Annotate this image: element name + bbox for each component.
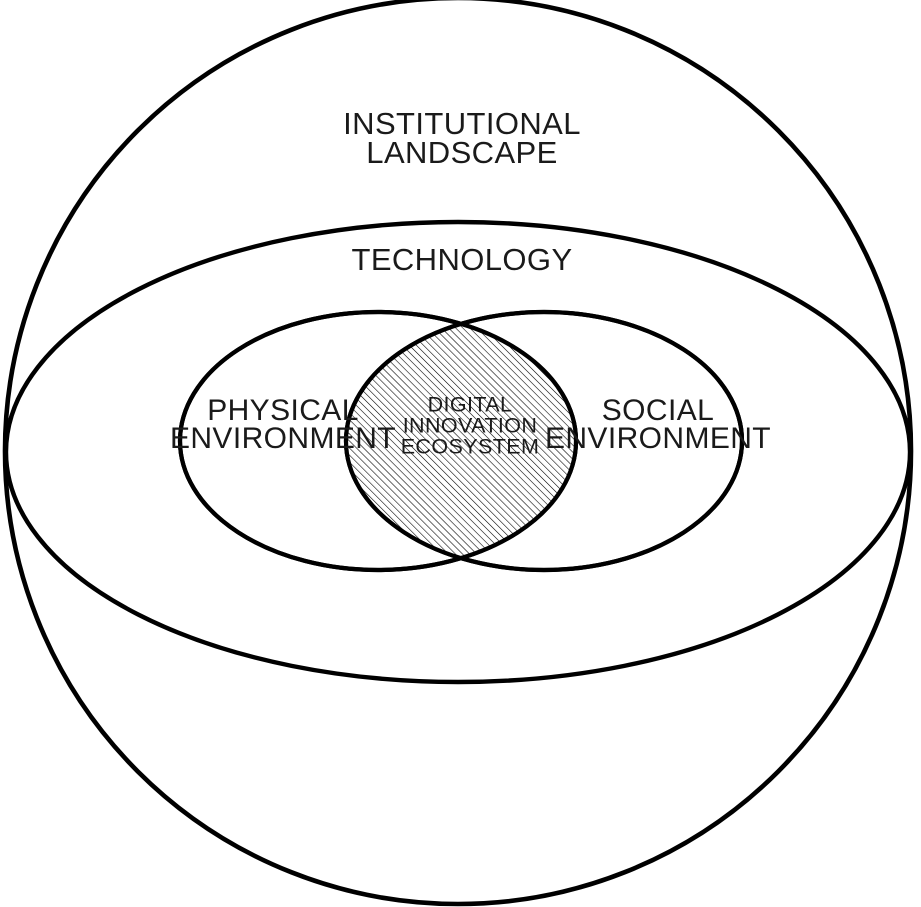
social-environment-label-line1: SOCIAL [602, 394, 714, 427]
physical-environment-label-line1: PHYSICAL [207, 394, 359, 427]
physical-environment-label-line2: ENVIRONMENT [170, 422, 396, 455]
core-lens-right-arc [343, 309, 745, 573]
institutional-landscape-label-line1: INSTITUTIONAL [343, 106, 581, 141]
layer-technology[interactable]: TECHNOLOGY [3, 219, 913, 685]
core-lens-hatch-fill [346, 312, 576, 570]
core-label-line1: DIGITAL [428, 393, 513, 417]
core-label-line2: INNOVATION [403, 414, 538, 438]
social-environment-label-line2: ENVIRONMENT [545, 422, 771, 455]
technology-label: TECHNOLOGY [351, 242, 572, 277]
institutional-landscape-label-line2: LANDSCAPE [366, 135, 557, 170]
technology-ellipse[interactable] [3, 219, 913, 685]
layer-digital-innovation-ecosystem[interactable] [177, 309, 745, 573]
core-label-line3: ECOSYSTEM [401, 435, 540, 459]
inner-labels-group: PHYSICAL ENVIRONMENT SOCIAL ENVIRONMENT … [170, 393, 771, 459]
core-lens-left-arc [177, 309, 579, 573]
